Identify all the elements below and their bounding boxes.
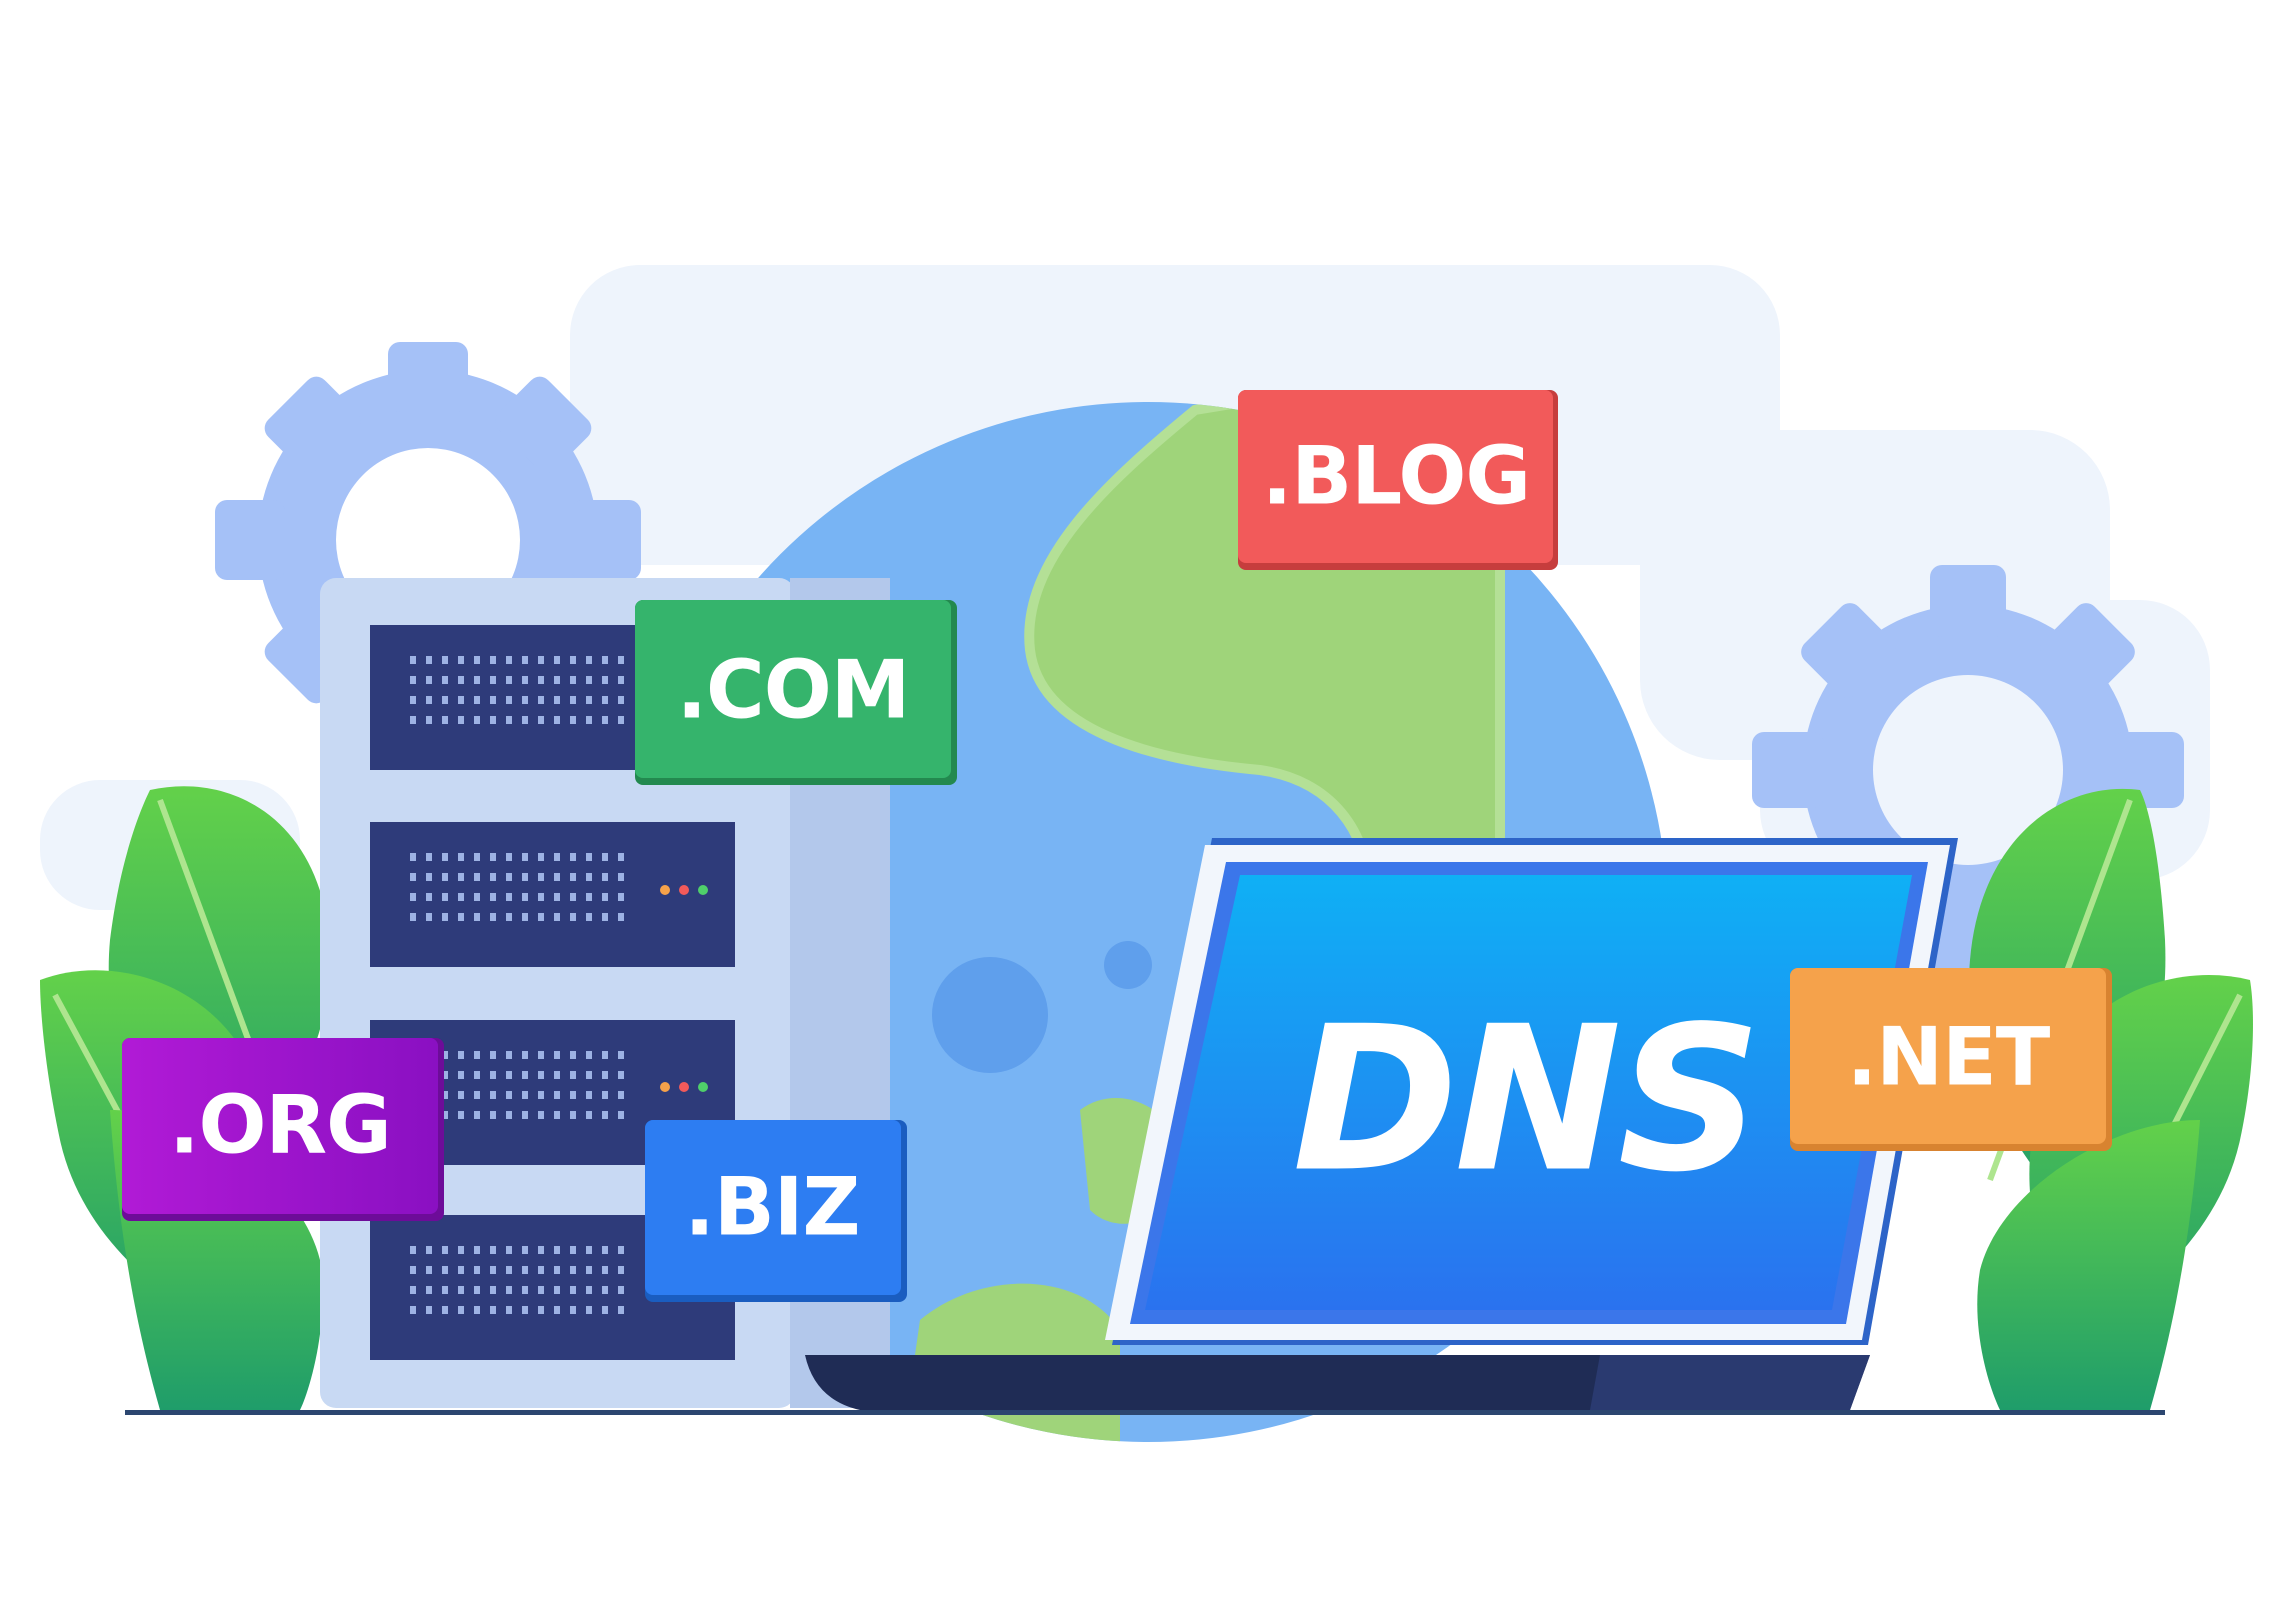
domain-tag-net: .NET bbox=[1790, 968, 2112, 1151]
domain-tag-label: .COM bbox=[677, 644, 910, 737]
laptop-screen-label: DNS bbox=[1292, 984, 1757, 1217]
domain-tag-com: .COM bbox=[635, 600, 957, 785]
domain-tag-label: .BIZ bbox=[684, 1161, 859, 1254]
laptop-icon bbox=[805, 838, 1958, 1410]
domain-tag-label: .NET bbox=[1847, 1011, 2051, 1104]
server-vents bbox=[410, 656, 630, 1314]
domain-tag-org: .ORG bbox=[122, 1038, 444, 1221]
ground-line bbox=[125, 1410, 2165, 1415]
server-status-lights bbox=[660, 885, 708, 1092]
domain-tag-biz: .BIZ bbox=[645, 1120, 907, 1302]
domain-tag-label: .ORG bbox=[169, 1079, 391, 1172]
domain-tag-label: .BLOG bbox=[1262, 430, 1530, 523]
domain-tag-blog: .BLOG bbox=[1238, 390, 1558, 570]
